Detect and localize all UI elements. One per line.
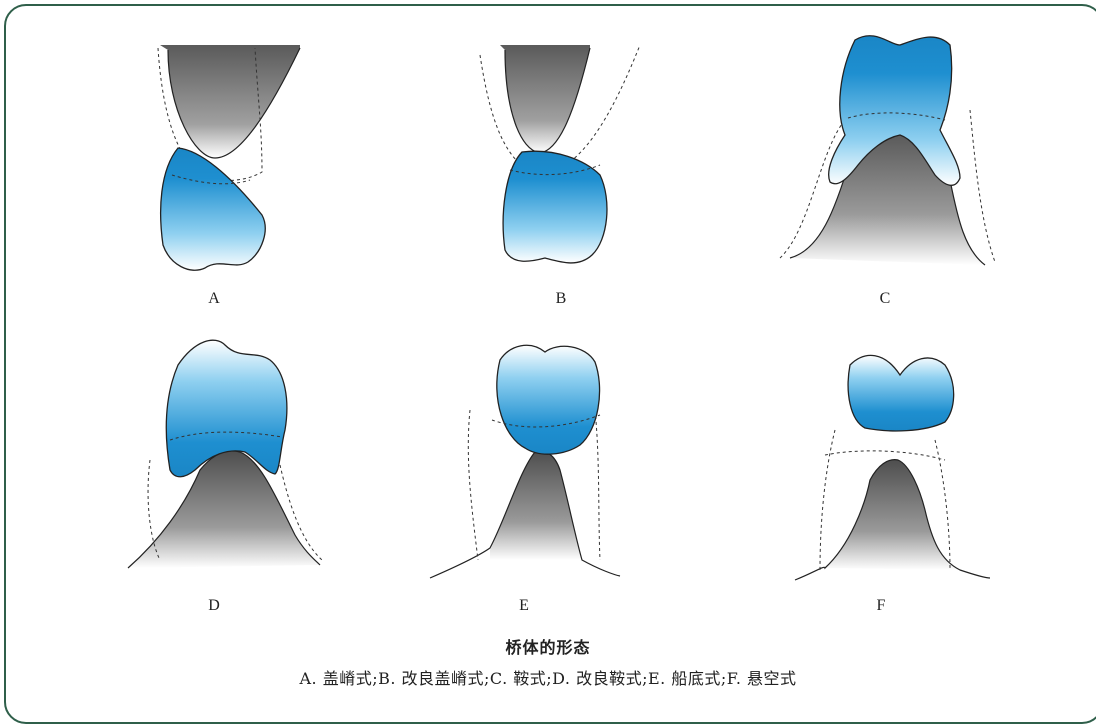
panel-d-drawing	[128, 340, 322, 568]
panel-label-e: E	[509, 597, 539, 615]
panel-e-drawing	[430, 345, 620, 578]
panel-label-b: B	[546, 290, 576, 308]
panel-a-drawing	[158, 45, 300, 270]
pontic-forms-figure	[0, 0, 1096, 701]
panel-c-drawing	[780, 36, 995, 265]
figure-legend: A. 盖嵴式;B. 改良盖嵴式;C. 鞍式;D. 改良鞍式;E. 船底式;F. …	[0, 665, 1096, 689]
panel-label-f: F	[866, 597, 896, 615]
panel-label-a: A	[199, 290, 229, 308]
panel-f-drawing	[795, 355, 990, 580]
panel-label-d: D	[199, 597, 229, 615]
panel-label-c: C	[870, 290, 900, 308]
figure-title: 桥体的形态	[0, 634, 1096, 658]
panel-b-drawing	[480, 45, 640, 263]
